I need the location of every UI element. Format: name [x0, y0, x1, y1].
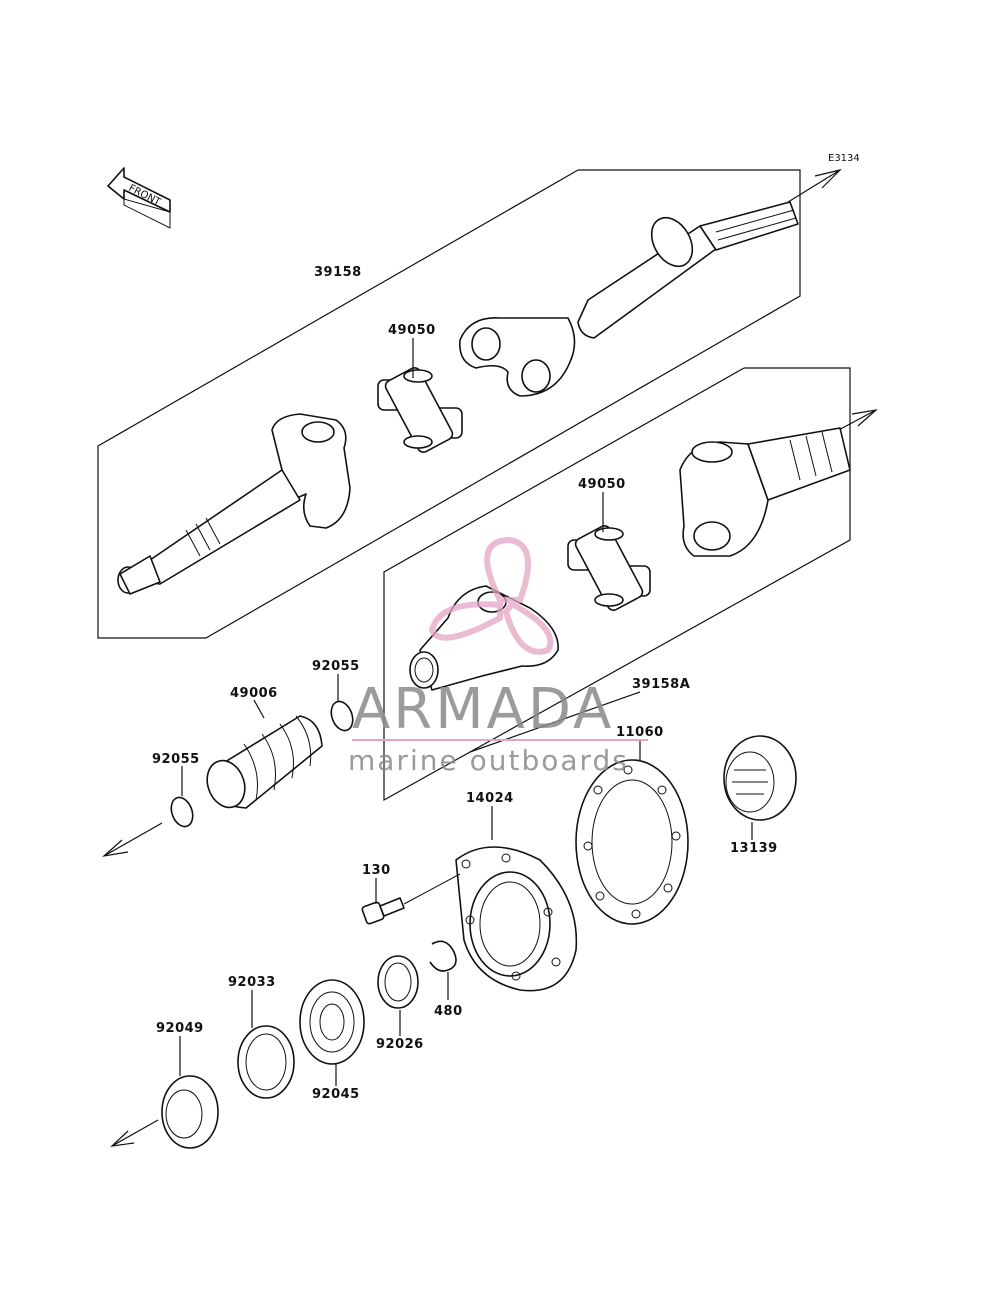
circlip — [429, 940, 457, 972]
spacer — [377, 955, 419, 1009]
leader-lines — [179, 338, 753, 1086]
gasket — [575, 759, 689, 925]
lower-shaft-frame — [383, 367, 851, 802]
universal-joint-lower — [567, 525, 651, 611]
part-label-49050-lower: 49050 — [578, 477, 626, 492]
drive-shaft-rear — [459, 201, 799, 397]
watermark: ARMADA marine outboards — [348, 536, 648, 777]
direction-arrow-icon — [102, 822, 163, 857]
part-label-49006: 49006 — [230, 686, 278, 701]
watermark-tagline: marine outboards — [348, 744, 629, 777]
part-label-130: 130 — [362, 863, 391, 878]
part-label-92055-left: 92055 — [152, 752, 200, 767]
part-label-39158: 39158 — [314, 265, 362, 280]
part-label-49050-upper: 49050 — [388, 323, 436, 338]
o-ring-right — [330, 700, 354, 732]
universal-joint-upper — [377, 367, 463, 453]
part-label-39158A: 39158A — [632, 677, 690, 692]
upper-shaft-frame — [97, 169, 801, 639]
propeller-shaft-yoke — [679, 427, 851, 557]
part-label-480: 480 — [434, 1004, 463, 1019]
part-label-92055-right: 92055 — [312, 659, 360, 674]
watermark-logo-icon — [428, 536, 554, 655]
snap-ring — [237, 1025, 295, 1099]
part-label-92033: 92033 — [228, 975, 276, 990]
direction-arrow-icon — [110, 1119, 159, 1147]
o-ring-left — [170, 796, 194, 828]
coupling — [723, 735, 797, 821]
direction-arrow-icon — [779, 168, 842, 208]
part-label-92026: 92026 — [376, 1037, 424, 1052]
oil-seal — [161, 1075, 219, 1149]
boot — [206, 715, 323, 809]
bearing — [299, 979, 365, 1065]
front-arrow-icon: FRONT — [107, 167, 171, 229]
part-label-11060: 11060 — [616, 725, 664, 740]
bearing-housing — [455, 846, 578, 992]
part-label-92049: 92049 — [156, 1021, 204, 1036]
watermark-brand: ARMADA — [352, 677, 614, 742]
diagram-code: E3134 — [828, 153, 860, 164]
bolt — [361, 873, 461, 925]
part-label-13139: 13139 — [730, 841, 778, 856]
part-label-92045: 92045 — [312, 1087, 360, 1102]
drive-shaft-front — [117, 413, 351, 595]
part-label-14024: 14024 — [466, 791, 514, 806]
